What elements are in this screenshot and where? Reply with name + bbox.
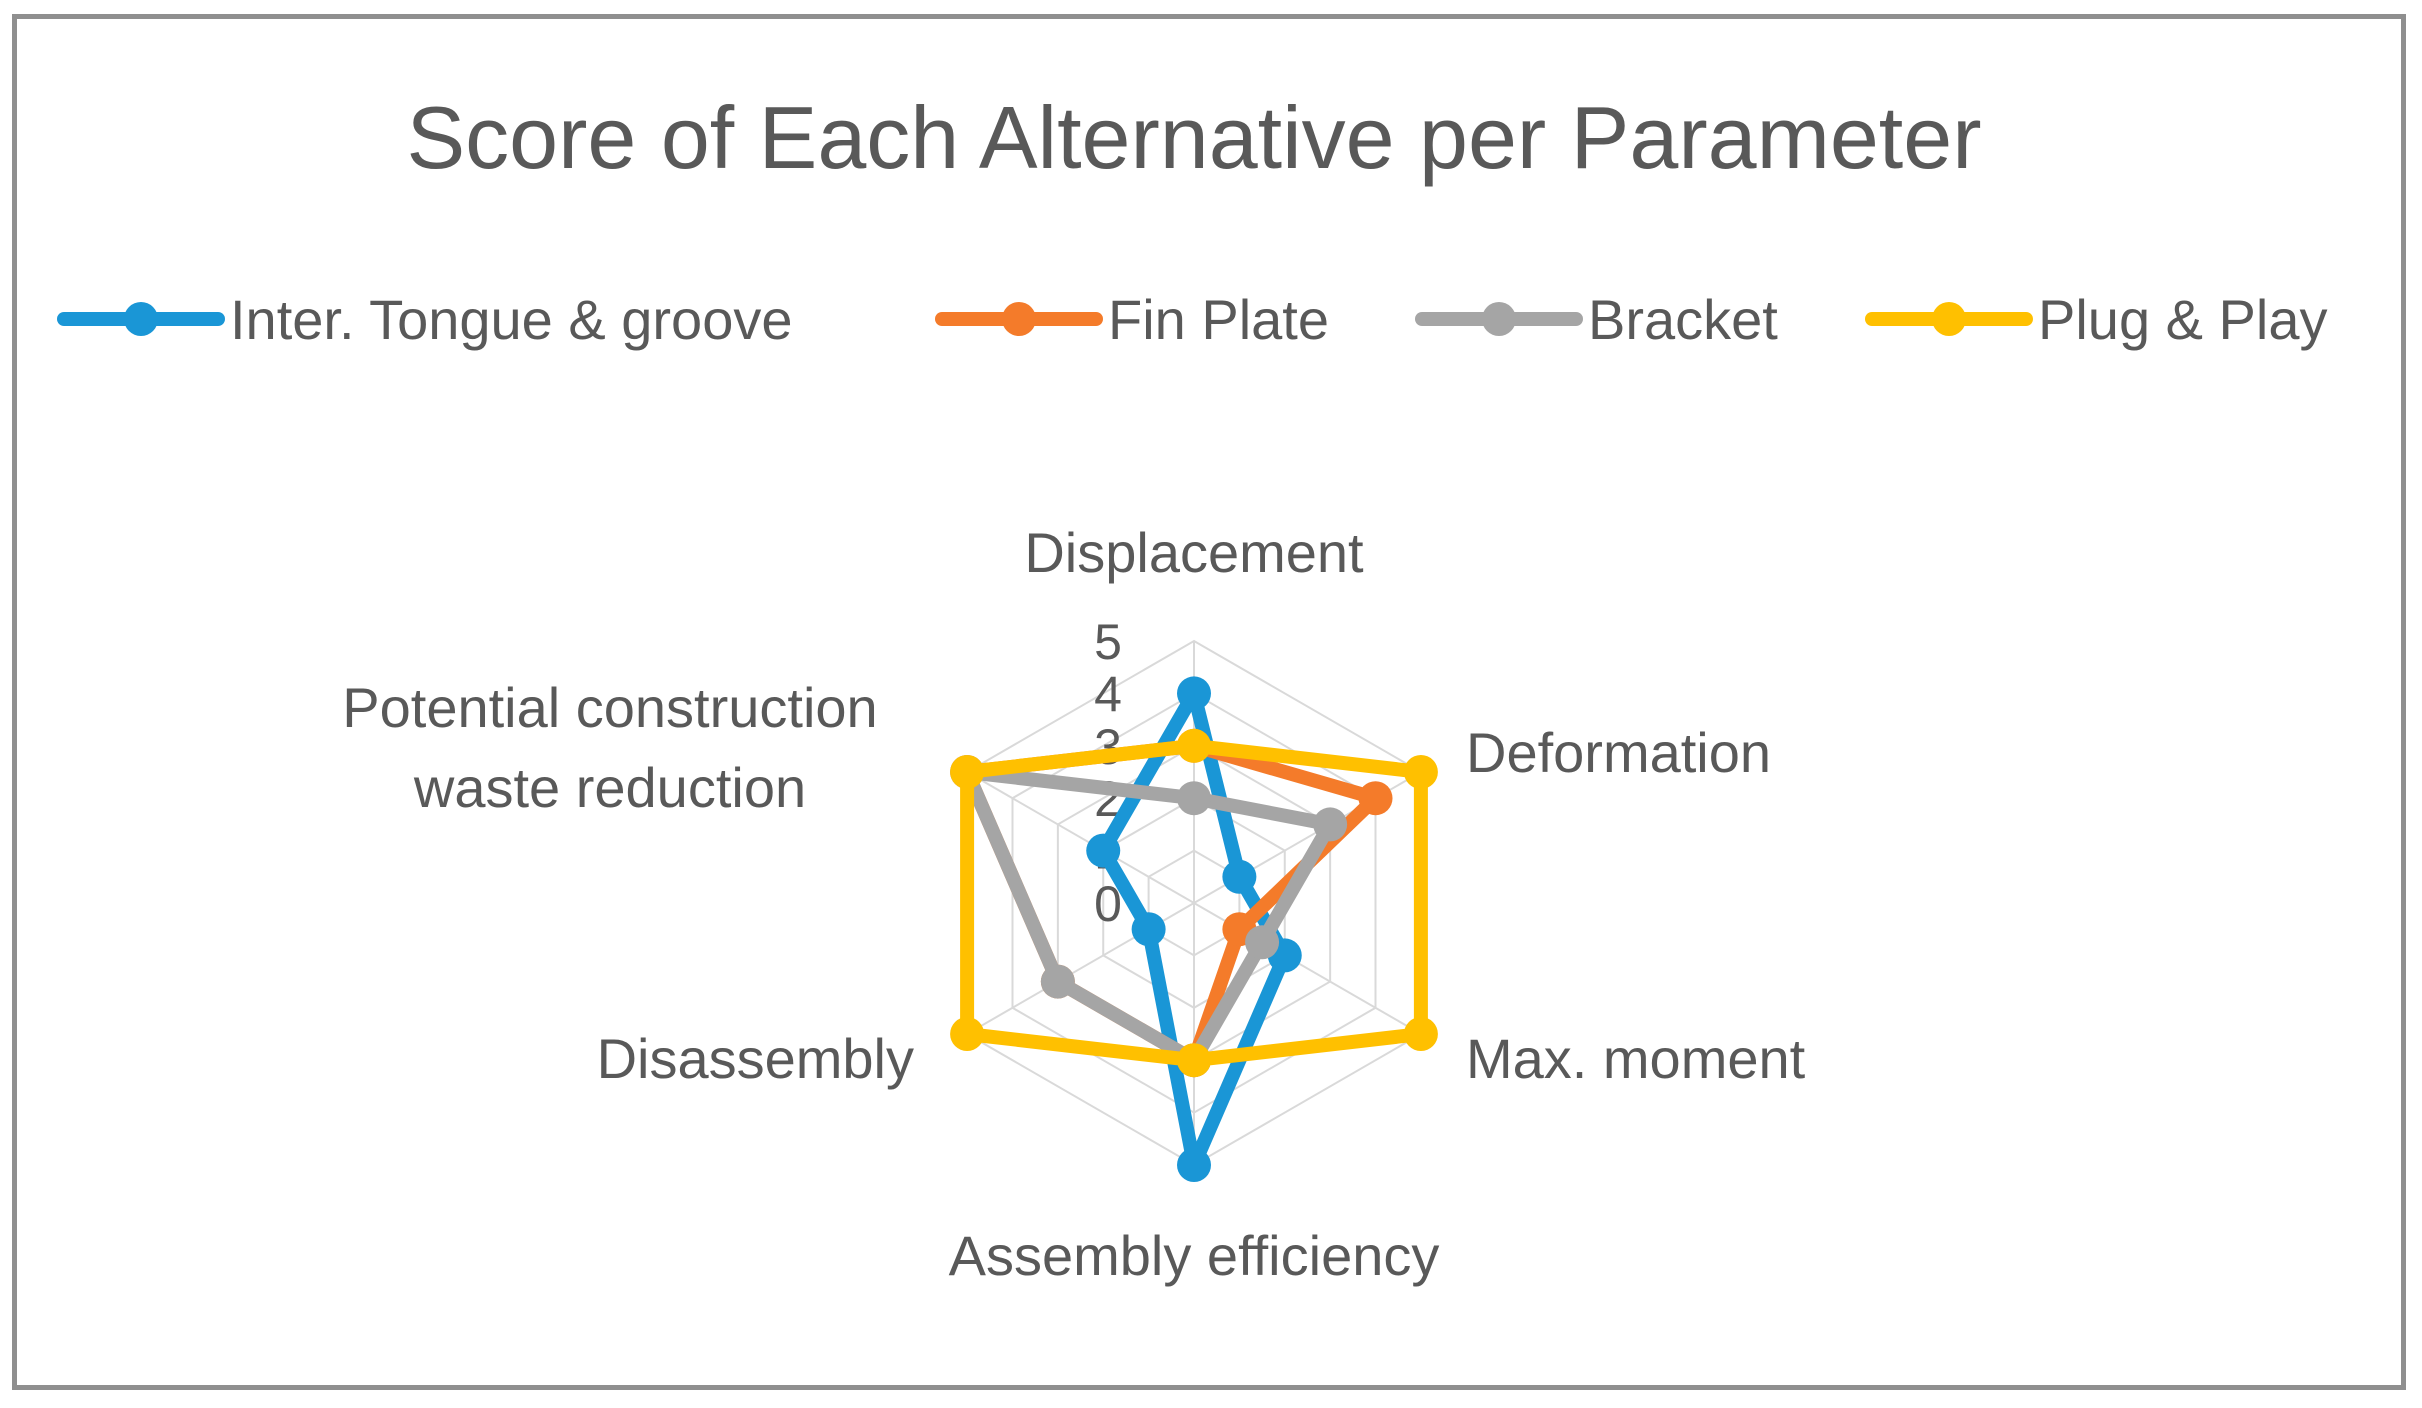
data-point bbox=[1403, 755, 1438, 789]
tick-label: 5 bbox=[1094, 614, 1122, 670]
axis-label-line: Deformation bbox=[1466, 721, 1771, 784]
data-point bbox=[1358, 781, 1393, 816]
data-point bbox=[1086, 833, 1121, 868]
axis-label: Displacement bbox=[1024, 521, 1364, 584]
legend-item: Bracket bbox=[1415, 288, 1778, 351]
data-point bbox=[1040, 964, 1075, 999]
axis-label-line: Displacement bbox=[1024, 521, 1364, 584]
data-point bbox=[1177, 676, 1211, 711]
legend-label: Inter. Tongue & groove bbox=[230, 288, 793, 351]
data-point bbox=[950, 1017, 985, 1051]
axis-label-line: waste reduction bbox=[413, 756, 806, 819]
legend-item: Inter. Tongue & groove bbox=[57, 288, 793, 351]
axis-label-line: Potential construction bbox=[342, 676, 877, 739]
axis-label-line: Disassembly bbox=[597, 1027, 914, 1090]
legend-label: Bracket bbox=[1588, 288, 1778, 351]
data-point bbox=[1177, 1148, 1211, 1182]
legend-swatch-marker bbox=[1002, 302, 1036, 336]
data-point bbox=[1177, 728, 1211, 763]
data-point bbox=[1245, 925, 1280, 960]
data-point bbox=[1131, 912, 1166, 947]
axis-label: Disassembly bbox=[597, 1027, 914, 1090]
data-point bbox=[1313, 807, 1348, 842]
legend-label: Plug & Play bbox=[2038, 288, 2328, 351]
axis-label-line: Max. moment bbox=[1466, 1027, 1806, 1090]
data-point bbox=[1177, 1043, 1211, 1078]
series-group bbox=[950, 676, 1438, 1182]
tick-label: 3 bbox=[1094, 719, 1122, 775]
axis-label: Max. moment bbox=[1466, 1027, 1806, 1090]
series-4 bbox=[950, 728, 1438, 1078]
axis-label: Deformation bbox=[1466, 721, 1771, 784]
data-point bbox=[950, 755, 985, 789]
tick-label: 4 bbox=[1094, 666, 1122, 722]
axis-spoke-6 bbox=[966, 771, 1195, 904]
legend-item: Fin Plate bbox=[935, 288, 1329, 351]
legend-swatch-marker bbox=[1482, 302, 1516, 336]
chart-title: Score of Each Alternative per Parameter bbox=[406, 88, 1981, 187]
axis-label-line: Assembly efficiency bbox=[949, 1224, 1440, 1287]
legend-label: Fin Plate bbox=[1108, 288, 1329, 351]
axis-label: Potential construction waste reduction bbox=[342, 676, 877, 819]
data-point bbox=[1177, 781, 1211, 816]
legend-swatch-marker bbox=[1932, 302, 1966, 336]
legend-swatch-marker bbox=[124, 302, 158, 336]
series-1 bbox=[1086, 676, 1302, 1182]
data-point bbox=[1403, 1017, 1438, 1051]
legend-item: Plug & Play bbox=[1865, 288, 2328, 351]
axis-label: Assembly efficiency bbox=[949, 1224, 1440, 1287]
data-point bbox=[1222, 859, 1257, 894]
legend: Inter. Tongue & groove Fin Plate Bracket Pl… bbox=[57, 288, 2328, 351]
